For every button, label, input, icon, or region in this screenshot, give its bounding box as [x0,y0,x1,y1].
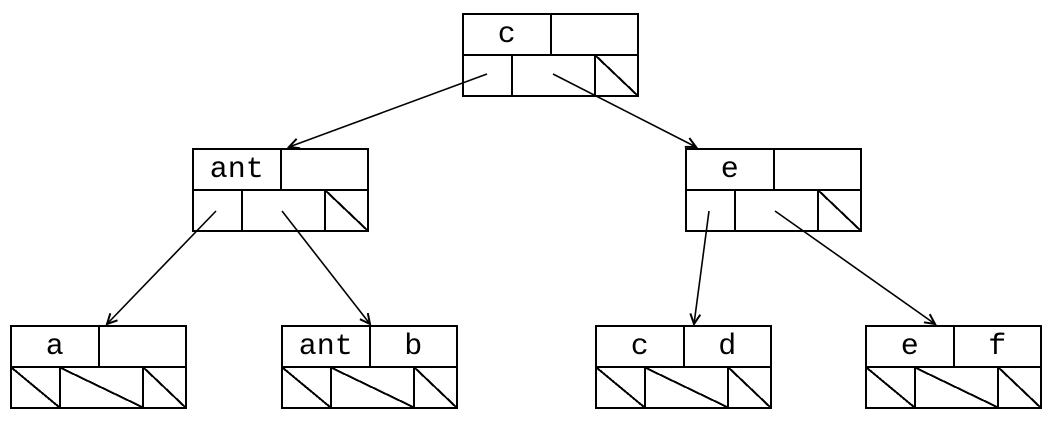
arrow-root-to-internal-left [286,73,488,150]
key-cell: d [682,327,771,366]
key-label: a [45,329,64,364]
pointer-cell [330,368,414,407]
pointer-row [597,368,770,407]
tree-node-leaf-ant-b: ant b [281,325,458,409]
pointer-cell [734,191,817,230]
tree-node-leaf-e-f: e f [865,325,1042,409]
pointer-cell [59,368,143,407]
key-label: ant [209,152,264,187]
key-row: a [12,327,185,368]
key-cell: e [867,327,953,366]
key-cell: c [464,15,550,54]
pointer-cell [687,191,734,230]
key-row: ant [194,150,367,191]
key-row: ant b [283,327,456,368]
tree-node-internal-right: e [685,148,862,232]
key-label: c [497,17,516,52]
key-cell: ant [283,327,369,366]
key-cell [97,327,186,366]
pointer-row [12,368,185,407]
key-cell: e [687,150,773,189]
key-label: ant [298,329,353,364]
pointer-cell [511,56,594,95]
key-label: d [718,329,737,364]
key-cell: c [597,327,683,366]
pointer-row [867,368,1040,407]
key-label: f [988,329,1007,364]
key-cell: f [952,327,1041,366]
pointer-row [283,368,456,407]
tree-node-internal-left: ant [192,148,369,232]
key-label: c [630,329,649,364]
pointer-cell [464,56,511,95]
pointer-cell [324,191,367,230]
tree-node-root: c [462,13,639,97]
pointer-cell [413,368,456,407]
pointer-cell [997,368,1040,407]
key-label: b [404,329,423,364]
key-cell [279,150,368,189]
pointer-cell [594,56,637,95]
pointer-cell [644,368,728,407]
pointer-cell [817,191,860,230]
tree-node-leaf-c-d: c d [595,325,772,409]
key-cell [549,15,638,54]
pointer-cell [241,191,324,230]
pointer-cell [867,368,915,407]
key-row: c d [597,327,770,368]
key-cell: a [12,327,98,366]
tree-node-leaf-a: a [10,325,187,409]
pointer-cell [727,368,770,407]
pointer-row [687,191,860,230]
pointer-cell [914,368,998,407]
pointer-cell [283,368,331,407]
key-cell [772,150,861,189]
key-cell: ant [194,150,280,189]
key-row: e f [867,327,1040,368]
key-row: c [464,15,637,56]
pointer-cell [597,368,645,407]
pointer-row [464,56,637,95]
pointer-cell [12,368,60,407]
key-row: e [687,150,860,191]
key-label: e [720,152,739,187]
pointer-row [194,191,367,230]
key-cell: b [368,327,457,366]
pointer-cell [142,368,185,407]
key-label: e [900,329,919,364]
pointer-cell [194,191,241,230]
